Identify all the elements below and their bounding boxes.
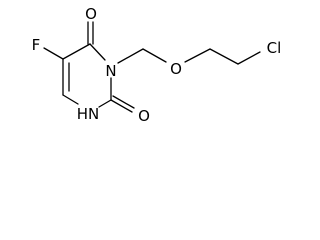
bond-c2-o-double-b (112, 95, 135, 109)
atom-nitrogen-n1: HN (77, 105, 100, 123)
atom-nitrogen-n3: N (105, 62, 116, 80)
atom-n1-hydrogen: H (77, 105, 88, 123)
atom-oxygen-ether: O (170, 60, 182, 78)
atom-chlorine: Cl (267, 39, 282, 57)
bond-c2-n1 (98, 99, 112, 108)
bond-n3-ch2 (117, 48, 144, 64)
bond-c5-c4 (62, 43, 91, 60)
bond-ch2-o (142, 48, 167, 63)
bond-lines (43, 21, 261, 113)
bond-ch2-ch2 (209, 48, 239, 65)
bond-o-ch2 (184, 48, 211, 63)
bond-c2-o-double-a (110, 99, 133, 113)
bond-n1-c6 (62, 94, 79, 105)
bond-c4-n3 (89, 43, 106, 61)
atom-oxygen-c4: O (85, 5, 97, 23)
atom-oxygen-c2: O (138, 107, 150, 125)
atom-fluorine: F (32, 36, 41, 54)
atom-labels: F O N O Cl HN O (32, 5, 282, 125)
chemical-structure-diagram: F O N O Cl HN O (32, 5, 282, 125)
bond-c5-f (43, 47, 64, 60)
atom-n1-nitrogen: N (88, 105, 99, 123)
bond-ch2-cl (237, 51, 261, 65)
